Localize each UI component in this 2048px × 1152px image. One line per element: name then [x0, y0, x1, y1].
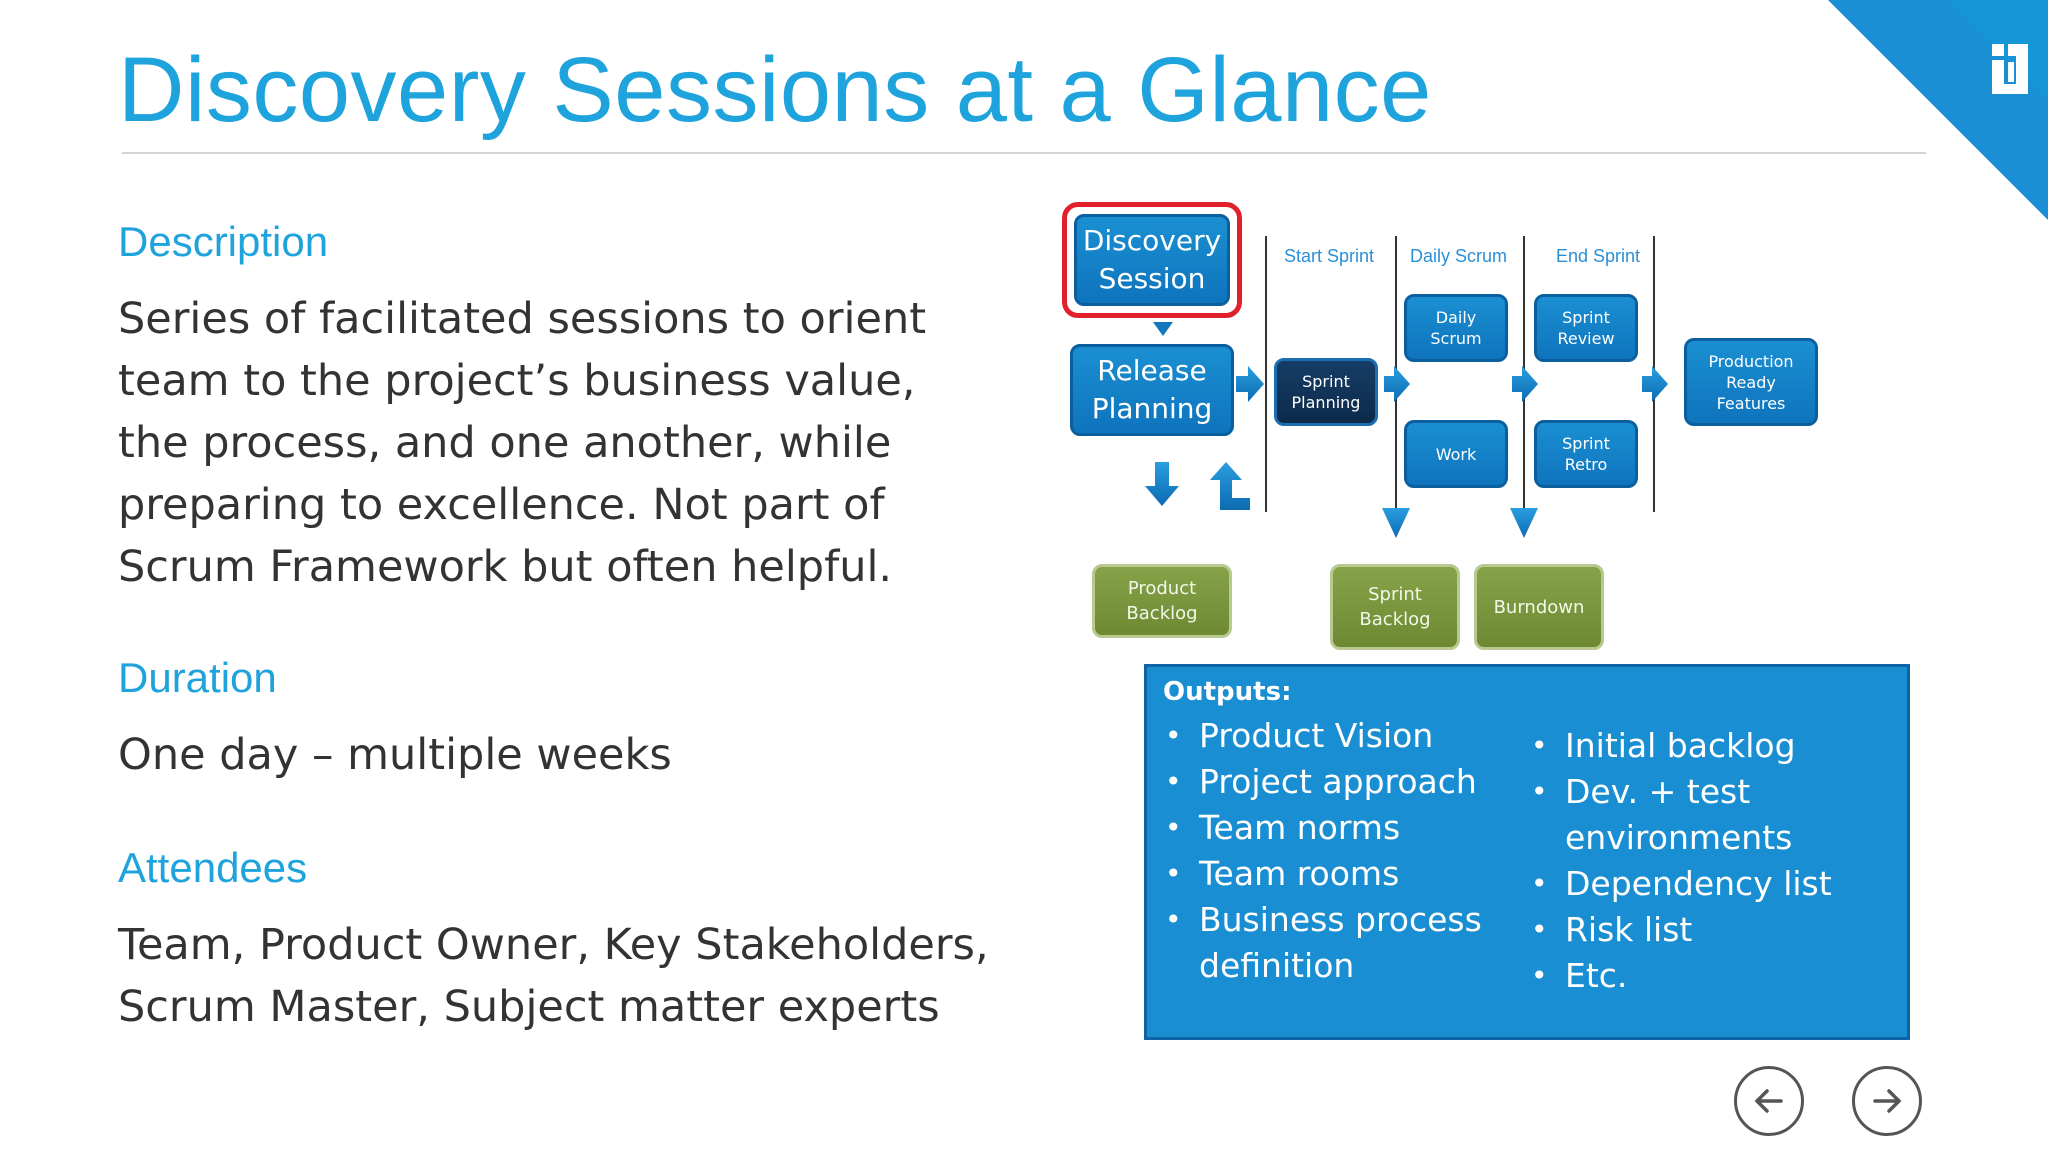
list-item: Risk list [1527, 907, 1897, 953]
list-item: Team norms [1161, 805, 1501, 851]
work-box[interactable]: Work [1404, 420, 1508, 488]
daily-scrum-label: Daily Scrum [1410, 246, 1508, 266]
description-heading: Description [118, 218, 329, 265]
burndown-box[interactable]: Burndown [1474, 564, 1604, 650]
list-item: Business process definition [1161, 897, 1501, 989]
outputs-panel: Outputs: Product Vision Project approach… [1144, 664, 1910, 1040]
start-sprint-label: Start Sprint [1284, 246, 1375, 266]
description-text: Series of facilitated sessions to orient… [118, 294, 927, 592]
attendees-section: Attendees Team, Product Owner, Key Stake… [118, 844, 998, 1038]
list-item: Project approach [1161, 759, 1501, 805]
end-sprint-label: End Sprint [1556, 246, 1641, 266]
outputs-list-right: Initial backlog Dev. + test environments… [1527, 723, 1897, 999]
arrow-right-icon [1512, 366, 1538, 402]
scrum-flow-diagram: Discovery Session Release Planning Start… [1060, 196, 1880, 656]
list-item: Etc. [1527, 953, 1897, 999]
brand-logo-icon [1828, 0, 2048, 220]
list-item: Team rooms [1161, 851, 1501, 897]
arrow-down-icon [1145, 462, 1179, 506]
arrow-left-icon [1755, 1089, 1783, 1113]
discovery-session-box[interactable]: Discovery Session [1074, 214, 1230, 306]
attendees-heading: Attendees [118, 844, 308, 891]
sprint-backlog-box[interactable]: Sprint Backlog [1330, 564, 1460, 650]
sprint-planning-box[interactable]: Sprint Planning [1274, 358, 1378, 426]
description-section: Description Series of facilitated sessio… [118, 218, 998, 598]
release-planning-box[interactable]: Release Planning [1070, 344, 1234, 436]
product-backlog-box[interactable]: Product Backlog [1092, 564, 1232, 638]
duration-text: One day – multiple weeks [118, 730, 672, 780]
duration-heading: Duration [118, 654, 277, 701]
duration-section: Duration One day – multiple weeks [118, 654, 998, 786]
list-item: Initial backlog [1527, 723, 1897, 769]
list-item: Dependency list [1527, 861, 1897, 907]
page-title: Discovery Sessions at a Glance [118, 39, 1432, 141]
list-item: Product Vision [1161, 713, 1501, 759]
title-divider [122, 152, 1926, 154]
arrow-right-icon [1642, 366, 1668, 402]
list-item: Dev. + test environments [1527, 769, 1897, 861]
arrow-down-icon [1382, 508, 1410, 538]
return-arrow-icon [1210, 462, 1250, 510]
outputs-list-left: Product Vision Project approach Team nor… [1161, 713, 1501, 989]
discovery-highlight [1062, 202, 1242, 318]
arrow-right-icon [1384, 366, 1410, 402]
arrow-down-icon [1510, 508, 1538, 538]
production-ready-box[interactable]: Production Ready Features [1684, 338, 1818, 426]
arrow-down-icon [1153, 322, 1173, 336]
daily-scrum-box[interactable]: Daily Scrum [1404, 294, 1508, 362]
outputs-title: Outputs: [1163, 677, 1292, 707]
sprint-review-box[interactable]: Sprint Review [1534, 294, 1638, 362]
next-slide-button[interactable] [1852, 1066, 1922, 1136]
diagram-connectors [1145, 236, 1668, 538]
arrow-right-icon [1236, 366, 1264, 402]
previous-slide-button[interactable] [1734, 1066, 1804, 1136]
sprint-retro-box[interactable]: Sprint Retro [1534, 420, 1638, 488]
arrow-right-icon [1873, 1089, 1901, 1113]
attendees-text: Team, Product Owner, Key Stakeholders, S… [118, 920, 989, 1032]
